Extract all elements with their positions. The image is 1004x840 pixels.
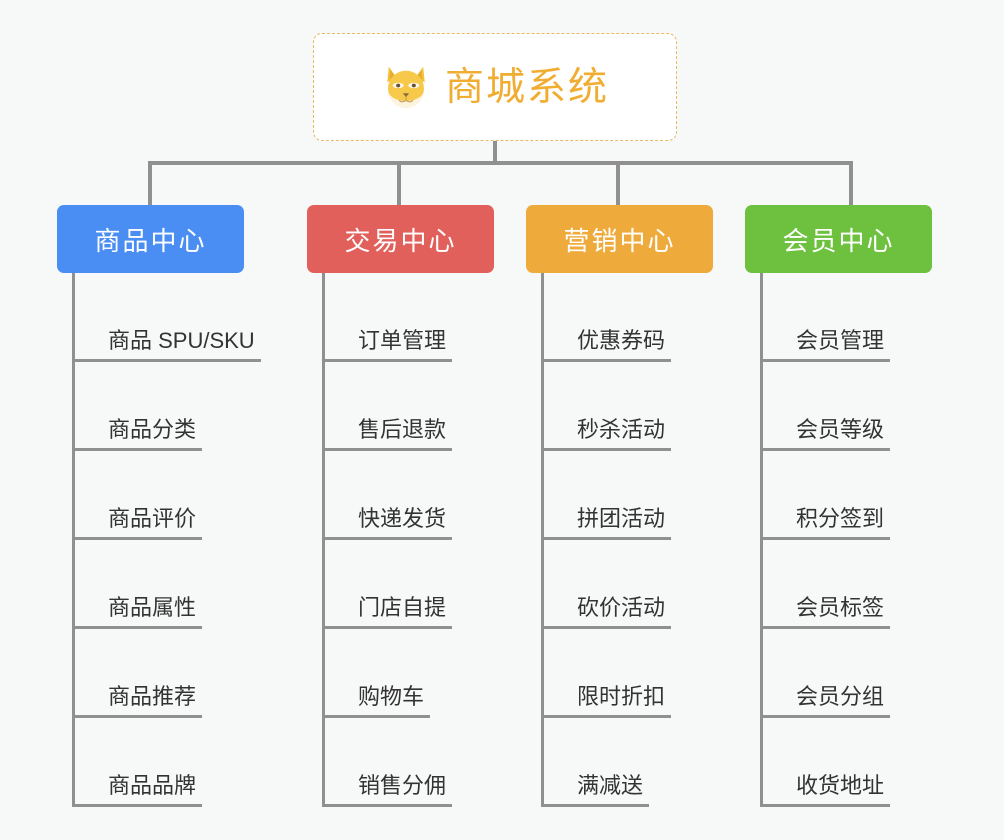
leaf-rule (325, 804, 355, 807)
connector-bus (148, 161, 853, 165)
connector-stem (493, 141, 497, 163)
leaf-item[interactable]: 优惠券码 (544, 273, 713, 362)
leaf-item[interactable]: 商品 SPU/SKU (75, 273, 261, 362)
leaf-rule (325, 715, 355, 718)
leaf-item[interactable]: 收货地址 (763, 718, 932, 807)
leaf-rule (763, 715, 793, 718)
leaf-rule (544, 448, 574, 451)
root-node[interactable]: 商城系统 (313, 33, 677, 141)
column-items-trade: 订单管理 售后退款 快递发货 门店自提 购物车 销售分佣 (322, 273, 494, 807)
leaf-label: 会员等级 (790, 417, 891, 451)
leaf-item[interactable]: 积分签到 (763, 451, 932, 540)
column-items-member: 会员管理 会员等级 积分签到 会员标签 会员分组 收货地址 (760, 273, 932, 807)
leaf-rule (75, 359, 105, 362)
leaf-item[interactable]: 会员分组 (763, 629, 932, 718)
leaf-label: 限时折扣 (571, 684, 672, 718)
leaf-label: 积分签到 (790, 506, 891, 540)
column-header-marketing[interactable]: 营销中心 (526, 205, 713, 273)
leaf-rule (325, 626, 355, 629)
leaf-label: 砍价活动 (571, 595, 672, 629)
leaf-item[interactable]: 商品品牌 (75, 718, 244, 807)
column-product: 商品中心 商品 SPU/SKU 商品分类 商品评价 商品属性 商品推荐 商品品牌 (57, 205, 261, 807)
connector-drop-4 (849, 161, 853, 208)
leaf-item[interactable]: 门店自提 (325, 540, 494, 629)
leaf-rule (544, 537, 574, 540)
leaf-rule (544, 715, 574, 718)
leaf-item[interactable]: 销售分佣 (325, 718, 494, 807)
leaf-label: 售后退款 (352, 417, 453, 451)
leaf-item[interactable]: 购物车 (325, 629, 494, 718)
leaf-item[interactable]: 商品评价 (75, 451, 244, 540)
leaf-item[interactable]: 满减送 (544, 718, 713, 807)
leaf-item[interactable]: 商品属性 (75, 540, 244, 629)
column-trade: 交易中心 订单管理 售后退款 快递发货 门店自提 购物车 销售分佣 (307, 205, 494, 807)
connector-drop-1 (148, 161, 152, 208)
column-items-marketing: 优惠券码 秒杀活动 拼团活动 砍价活动 限时折扣 满减送 (541, 273, 713, 807)
leaf-item[interactable]: 砍价活动 (544, 540, 713, 629)
leaf-label: 商品分类 (102, 417, 203, 451)
leaf-item[interactable]: 售后退款 (325, 362, 494, 451)
leaf-rule (75, 715, 105, 718)
leaf-item[interactable]: 订单管理 (325, 273, 494, 362)
root-label: 商城系统 (444, 65, 609, 109)
column-items-product: 商品 SPU/SKU 商品分类 商品评价 商品属性 商品推荐 商品品牌 (72, 273, 261, 807)
leaf-rule (544, 359, 574, 362)
leaf-label: 商品品牌 (102, 773, 203, 807)
leaf-rule (75, 626, 105, 629)
leaf-rule (763, 804, 793, 807)
leaf-rule (75, 804, 105, 807)
leaf-label: 商品推荐 (102, 684, 203, 718)
column-header-product[interactable]: 商品中心 (57, 205, 244, 273)
leaf-label: 商品属性 (102, 595, 203, 629)
column-header-trade[interactable]: 交易中心 (307, 205, 494, 273)
column-marketing: 营销中心 优惠券码 秒杀活动 拼团活动 砍价活动 限时折扣 满减送 (526, 205, 713, 807)
leaf-label: 优惠券码 (571, 328, 672, 362)
leaf-label: 会员管理 (790, 328, 891, 362)
leaf-label: 拼团活动 (571, 506, 672, 540)
connector-drop-2 (397, 161, 401, 208)
leaf-label: 会员分组 (790, 684, 891, 718)
leaf-rule (75, 448, 105, 451)
leaf-item[interactable]: 商品分类 (75, 362, 244, 451)
leaf-label: 购物车 (352, 684, 431, 718)
leaf-rule (763, 448, 793, 451)
column-header-member[interactable]: 会员中心 (745, 205, 932, 273)
leaf-label: 商品评价 (102, 506, 203, 540)
leaf-item[interactable]: 快递发货 (325, 451, 494, 540)
leaf-item[interactable]: 会员标签 (763, 540, 932, 629)
leaf-label: 销售分佣 (352, 773, 453, 807)
leaf-rule (763, 537, 793, 540)
leaf-item[interactable]: 限时折扣 (544, 629, 713, 718)
leaf-label: 会员标签 (790, 595, 891, 629)
leaf-rule (75, 537, 105, 540)
leaf-label: 快递发货 (352, 506, 453, 540)
leaf-item[interactable]: 拼团活动 (544, 451, 713, 540)
leaf-label: 满减送 (571, 773, 650, 807)
leaf-rule (325, 359, 355, 362)
leaf-label: 订单管理 (352, 328, 453, 362)
leaf-rule (544, 804, 574, 807)
leaf-item[interactable]: 会员等级 (763, 362, 932, 451)
leaf-item[interactable]: 商品推荐 (75, 629, 244, 718)
leaf-label: 收货地址 (790, 773, 891, 807)
column-member: 会员中心 会员管理 会员等级 积分签到 会员标签 会员分组 收货地址 (745, 205, 932, 807)
leaf-item[interactable]: 会员管理 (763, 273, 932, 362)
leaf-rule (325, 448, 355, 451)
leaf-rule (763, 626, 793, 629)
leaf-rule (325, 537, 355, 540)
leaf-label: 秒杀活动 (571, 417, 672, 451)
leaf-rule (544, 626, 574, 629)
leaf-item[interactable]: 秒杀活动 (544, 362, 713, 451)
leaf-rule (763, 359, 793, 362)
leaf-label: 商品 SPU/SKU (102, 328, 261, 362)
leaf-label: 门店自提 (352, 595, 453, 629)
connector-drop-3 (616, 161, 620, 208)
shiba-dog-icon (387, 66, 425, 109)
